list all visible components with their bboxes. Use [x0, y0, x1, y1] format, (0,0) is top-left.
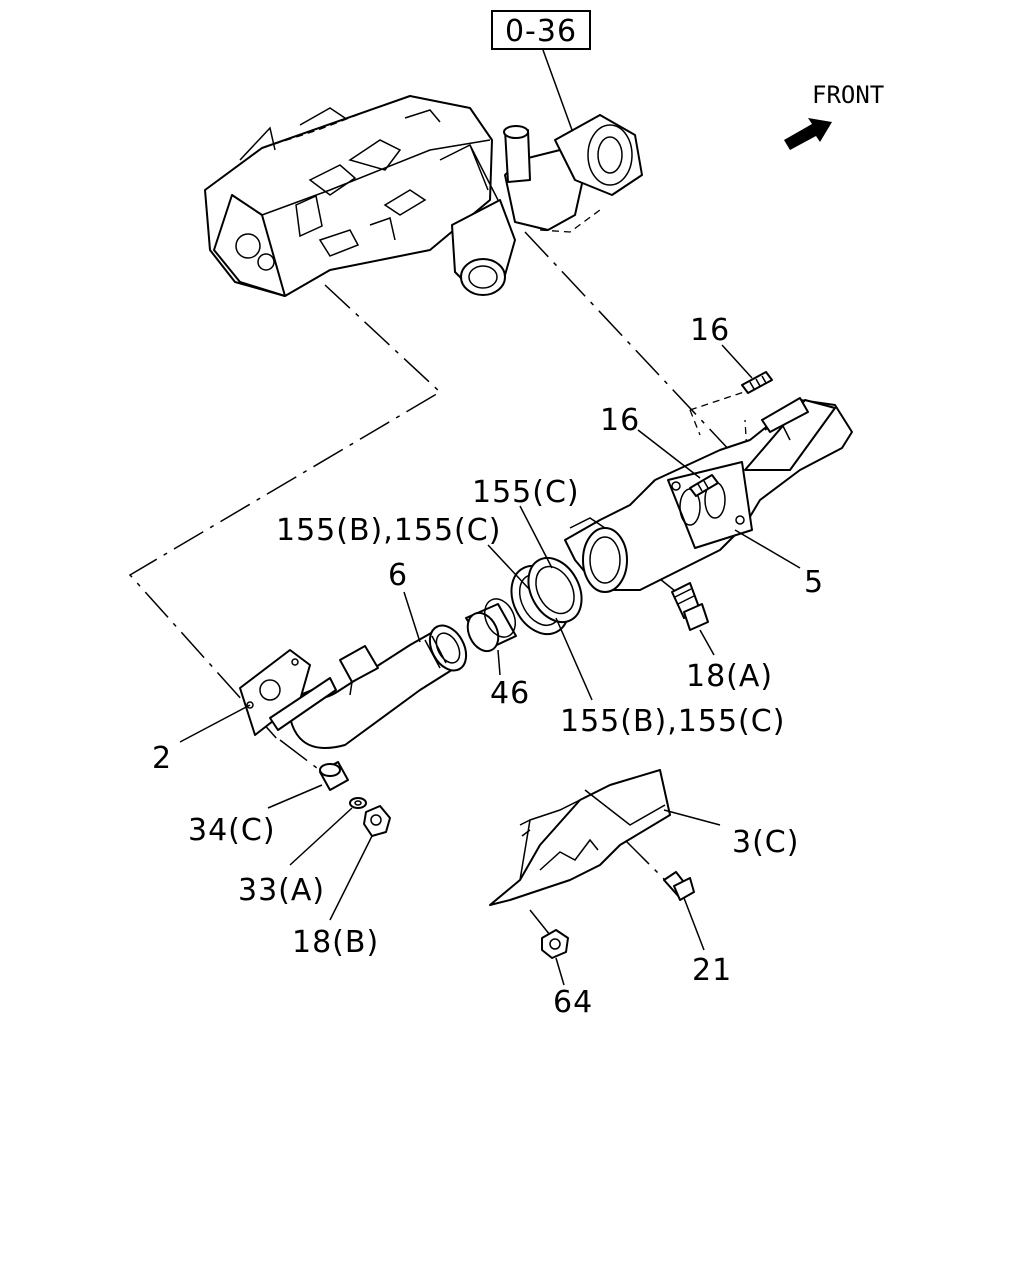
label-16-lower: 16	[600, 403, 640, 438]
leader-lines	[179, 344, 801, 986]
reference-label: 0-36	[505, 14, 577, 49]
label-2: 2	[152, 741, 172, 776]
label-21: 21	[692, 953, 732, 988]
label-3c: 3(C)	[732, 825, 799, 860]
bolt-21[interactable]	[663, 871, 695, 901]
heat-shield-3c[interactable]	[489, 769, 671, 906]
stud-16-lower[interactable]	[689, 474, 719, 497]
label-155c-top: 155(C)	[472, 475, 580, 510]
reference-leader	[542, 49, 573, 131]
nut-64[interactable]	[541, 929, 569, 959]
centerline-right	[524, 231, 749, 471]
front-label: FRONT	[812, 81, 884, 109]
turbocharger	[439, 114, 643, 296]
label-33a: 33(A)	[238, 873, 325, 908]
centerline-left	[128, 284, 442, 741]
label-34c: 34(C)	[188, 813, 276, 848]
egr-housing[interactable]	[564, 397, 853, 593]
label-6: 6	[388, 558, 408, 593]
label-155bc-top: 155(B),155(C)	[276, 513, 501, 548]
sleeve-46[interactable]	[462, 594, 521, 656]
stud-centerline	[689, 389, 751, 411]
flange-2[interactable]	[239, 649, 337, 736]
nut-18b[interactable]	[363, 805, 391, 837]
centerline-lower	[279, 739, 331, 779]
label-18a: 18(A)	[686, 659, 773, 694]
label-5: 5	[804, 565, 824, 600]
washer-33a[interactable]	[349, 797, 367, 809]
bolt-18a[interactable]	[671, 582, 709, 631]
engine-head	[204, 95, 493, 297]
centerline-nut	[529, 909, 551, 936]
label-155bc-bottom: 155(B),155(C)	[560, 704, 785, 739]
label-46: 46	[490, 676, 530, 711]
spacer-34c[interactable]	[319, 761, 349, 791]
label-16-upper: 16	[690, 313, 730, 348]
egr-pipe[interactable]	[287, 619, 473, 749]
stud-16-upper[interactable]	[741, 371, 773, 394]
centerline-shield	[624, 839, 666, 881]
label-64: 64	[553, 985, 593, 1020]
reference-box[interactable]: 0-36	[491, 10, 591, 50]
gasket-155-inner[interactable]	[518, 549, 592, 632]
front-arrow-icon	[784, 118, 832, 150]
label-18b: 18(B)	[292, 925, 379, 960]
